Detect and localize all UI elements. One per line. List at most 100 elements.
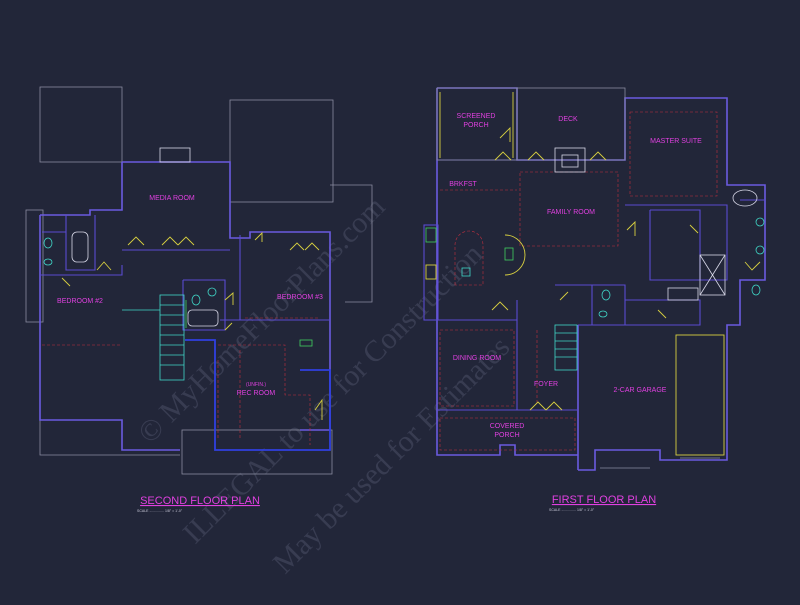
range [425,264,437,280]
room-label-deck: DECK [558,116,578,123]
toilet [601,289,611,301]
wall [436,88,578,456]
door-swing [529,401,547,411]
room-label-covered-porch: PORCH [494,432,519,439]
room-label-media-room: MEDIA ROOM [149,195,195,202]
wall [625,299,701,326]
room-label-covered: COVERED [490,423,525,430]
deck-outline [516,87,626,161]
toilet [191,294,201,306]
shower-cross [699,254,726,296]
door-swing [491,301,509,311]
sink [598,310,608,318]
sink [755,245,765,255]
wall [40,162,123,216]
door-swing [254,231,263,242]
room-label-brkfst: BRKFST [449,181,477,188]
wall [40,265,123,276]
room-label-family-room: FAMILY ROOM [547,209,595,216]
second-floor-plan: MEDIA ROOM BEDROOM #2 BEDROOM #3 (UNFIN.… [25,86,373,513]
ceiling-line [218,344,311,445]
first-floor-plan: SCREENED PORCH DECK MASTER SUITE BRKFST … [423,87,766,512]
toilet [43,237,53,249]
kitchen-island [454,230,484,286]
ceiling-tray [629,111,718,197]
door-swing [289,242,305,251]
door-swing [494,151,512,161]
room-label-bedroom-2: BEDROOM #2 [57,298,103,305]
door-swing [224,292,234,305]
roof-outline [25,209,44,323]
door-swing [61,277,71,287]
door-swing [545,401,563,411]
wall [555,284,626,326]
window [299,339,313,347]
room-label-foyer: FOYER [534,381,558,388]
room-label-master-suite: MASTER SUITE [650,138,702,145]
door-swing [499,126,511,142]
wall [39,215,180,451]
second-floor-plan-scale: SCALE ............... 1/8" = 1'-0" [137,509,183,513]
room-label-rec-unfinished: (UNFIN.) [246,382,266,388]
watermark: © MyHomeFloorPlans.com ILLEGAL to use fo… [132,190,517,580]
wall [122,161,331,320]
fireplace-firebox [561,154,579,168]
bar-arc [504,234,526,276]
door-swing [314,398,323,420]
door-swing [527,151,545,161]
island-sink [461,267,471,277]
wall [65,215,96,271]
car-outline [675,334,725,456]
toilet [751,284,761,296]
door-swing [161,236,179,246]
sink [207,287,217,297]
rec-room-wall [185,339,331,451]
ceiling-tray [439,329,515,407]
first-floor-plan-scale: SCALE ............... 1/8" = 1'-0" [549,508,595,512]
door-swing [224,322,233,331]
stairs [554,324,578,371]
first-floor-plan-title: FIRST FLOOR PLAN [552,494,656,506]
door-swing [689,224,699,234]
kitchen-counter [423,224,439,321]
door-swing [589,151,607,161]
door-swing [96,261,112,271]
door-swing [559,291,569,301]
fireplace [554,147,586,173]
bathtub [71,231,89,263]
stairs [159,294,185,381]
bathtub [732,189,758,207]
sink [425,227,437,243]
room-label-screened: SCREENED [457,113,496,120]
second-floor-plan-title: SECOND FLOOR PLAN [140,495,260,507]
fridge [504,247,514,261]
shower [699,254,726,296]
room-label-rec-room: REC ROOM [237,390,276,397]
roof-outline [330,184,373,303]
room-label-2-car-garage: 2-CAR GARAGE [614,387,667,394]
washer-dryer [667,287,699,301]
porch-ceiling [439,417,576,451]
room-label-bedroom-3: BEDROOM #3 [277,294,323,301]
door-swing [177,236,195,246]
door-swing [657,309,667,319]
door-swing [127,236,145,246]
sink [43,258,53,266]
room-label-screened-porch: PORCH [463,122,488,129]
roof-outline [39,86,123,163]
wall [625,204,728,281]
roof-outline [39,420,180,456]
wall [182,279,226,331]
door-swing [626,220,636,236]
room-label-dining-room: DINING ROOM [453,355,501,362]
chimney [159,147,191,163]
wall [649,209,701,281]
bathtub [187,309,219,327]
door-swing [744,261,761,271]
door-swing [304,242,320,251]
wall [437,87,766,471]
roof-outline [181,429,333,475]
ceiling-tray [519,171,619,247]
